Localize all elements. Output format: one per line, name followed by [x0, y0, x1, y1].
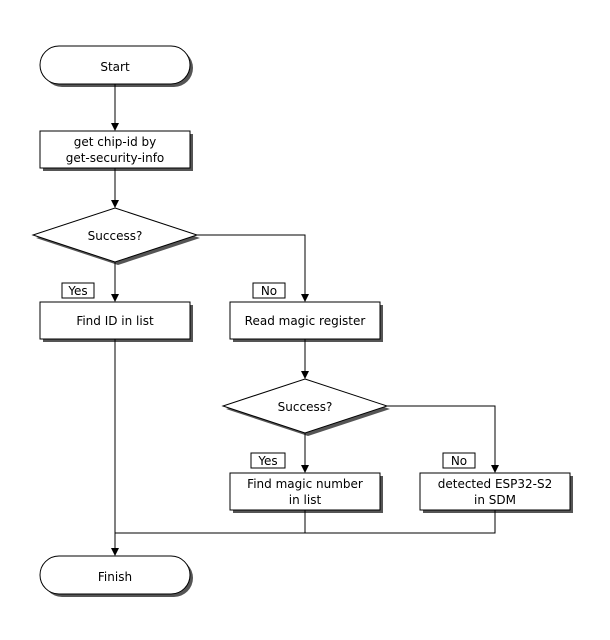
- find-id-node: Find ID in list: [39, 301, 193, 342]
- no-label-2-text: No: [451, 454, 467, 468]
- find-magic-label-line2: in list: [289, 493, 322, 507]
- yes-label-1: Yes: [61, 282, 95, 299]
- read-magic-register-node: Read magic register: [229, 301, 383, 342]
- success-decision-1-label: Success?: [88, 229, 143, 243]
- get-chip-id-label-line1: get chip-id by: [74, 135, 157, 149]
- find-magic-node: Find magic number in list: [229, 472, 383, 513]
- find-magic-label-line1: Find magic number: [247, 477, 363, 491]
- yes-label-1-text: Yes: [67, 284, 87, 298]
- start-label: Start: [100, 60, 130, 74]
- detected-sdm-node: detected ESP32-S2 in SDM: [419, 472, 573, 513]
- no-label-2: No: [442, 452, 476, 469]
- success-decision-2-label: Success?: [278, 400, 333, 414]
- detected-sdm-label-line2: in SDM: [474, 493, 516, 507]
- yes-label-2-text: Yes: [257, 454, 277, 468]
- edge-detected-merge: [305, 510, 496, 534]
- success-decision-2: Success?: [221, 378, 390, 436]
- edge-success2-no-to-detected: [387, 405, 499, 473]
- start-node: Start: [39, 45, 193, 87]
- finish-node: Finish: [39, 555, 193, 597]
- finish-label: Finish: [98, 570, 132, 584]
- find-id-label: Find ID in list: [76, 314, 154, 328]
- edge-findmagic-merge: [115, 510, 306, 534]
- edges: [111, 84, 499, 556]
- no-label-1: No: [252, 282, 286, 299]
- edge-success1-no-to-readmagic: [197, 234, 309, 302]
- no-label-1-text: No: [261, 284, 277, 298]
- get-chip-id-node: get chip-id by get-security-info: [39, 130, 193, 171]
- detected-sdm-label-line1: detected ESP32-S2: [438, 477, 553, 491]
- get-chip-id-label-line2: get-security-info: [66, 151, 165, 165]
- read-magic-register-label: Read magic register: [245, 314, 366, 328]
- yes-label-2: Yes: [250, 452, 286, 469]
- success-decision-1: Success?: [31, 207, 200, 265]
